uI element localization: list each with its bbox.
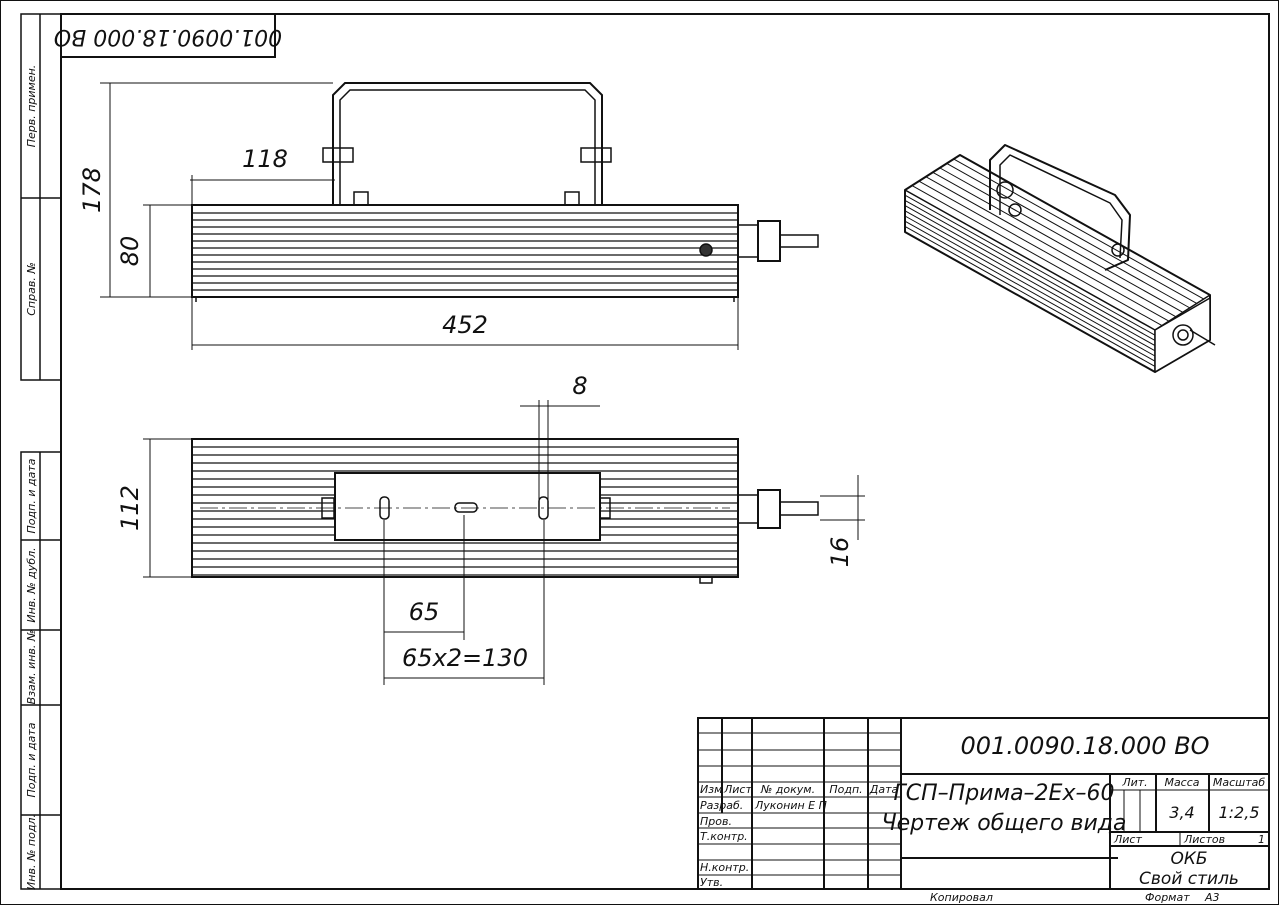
side-label: Инв. № дубл. (25, 547, 38, 622)
dim-8: 8 (572, 372, 587, 400)
copied-label: Копировал (930, 891, 993, 904)
front-dimensions (100, 82, 739, 350)
org-line2: Свой стиль (1139, 869, 1239, 889)
sheets-label: Листов (1183, 833, 1225, 846)
fin-line (911, 185, 1163, 327)
fin-line (904, 194, 1156, 336)
hdr-doc: № докум. (760, 783, 815, 796)
hdr-sign: Подп. (829, 783, 862, 796)
fin-line (939, 167, 1191, 309)
fin-line (953, 158, 1205, 300)
drawing-type: Чертеж общего вида (882, 811, 1127, 836)
dim-65: 65 (409, 598, 440, 626)
hdr-date: Дата (869, 783, 899, 796)
fin-line (904, 225, 1156, 367)
dim-112: 112 (116, 485, 144, 531)
lit-label: Лит. (1121, 776, 1147, 789)
isometric-view (904, 144, 1216, 373)
fin-line (918, 180, 1170, 322)
fin-line (932, 171, 1184, 313)
title-block (697, 717, 1270, 890)
left-margin-strip (20, 13, 62, 890)
dim-80: 80 (116, 236, 144, 267)
dim-130: 65x2=130 (402, 644, 528, 672)
dim-118: 118 (242, 145, 288, 173)
fin-line (904, 215, 1156, 357)
role-label: Н.контр. (700, 861, 749, 874)
side-label: Взам. инв. № (25, 630, 38, 705)
org-line1: ОКБ (1170, 849, 1207, 869)
side-label: Подп. и дата (25, 458, 38, 533)
format-label: Формат (1145, 891, 1190, 904)
hdr-list: Лист (723, 783, 752, 796)
format-value: А3 (1204, 891, 1220, 904)
sheet-label: Лист (1113, 833, 1142, 846)
fin-line (904, 205, 1156, 347)
fin-line (904, 199, 1156, 341)
product-name: ГСП–Прима–2Ex–60 (894, 781, 1115, 806)
side-label: Инв. № подл. (25, 814, 38, 890)
sheets-count: 1 (1258, 833, 1265, 846)
top-dimensions (143, 400, 865, 685)
doc-number: 001.0090.18.000 ВО (960, 732, 1209, 760)
dim-452: 452 (442, 311, 488, 339)
fin-line (946, 163, 1198, 305)
role-label: Утв. (700, 876, 723, 889)
front-view (191, 82, 819, 302)
hdr-izm: Изм (700, 783, 722, 796)
top-view (191, 438, 819, 584)
fin-line (904, 210, 1156, 352)
role-label: Пров. (700, 815, 732, 828)
scale-label: Масштаб (1213, 776, 1265, 789)
fin-line (904, 220, 1156, 362)
fin-line (925, 176, 1177, 318)
side-label: Подп. и дата (25, 722, 38, 797)
rotated-doc-number: 001.0090.18.000 ВО (54, 24, 282, 49)
role-name: Луконин Е П (754, 799, 827, 812)
mass-label: Масса (1164, 776, 1199, 789)
dim-16: 16 (826, 537, 854, 568)
rotated-stamp (60, 13, 276, 58)
side-label: Справ. № (25, 262, 38, 316)
mass-value: 3,4 (1169, 803, 1194, 822)
role-label: Т.контр. (700, 830, 748, 843)
scale-value: 1:2,5 (1218, 803, 1259, 822)
role-label: Разраб. (700, 799, 743, 812)
dim-178: 178 (78, 167, 106, 213)
side-label: Перв. примен. (25, 65, 38, 148)
